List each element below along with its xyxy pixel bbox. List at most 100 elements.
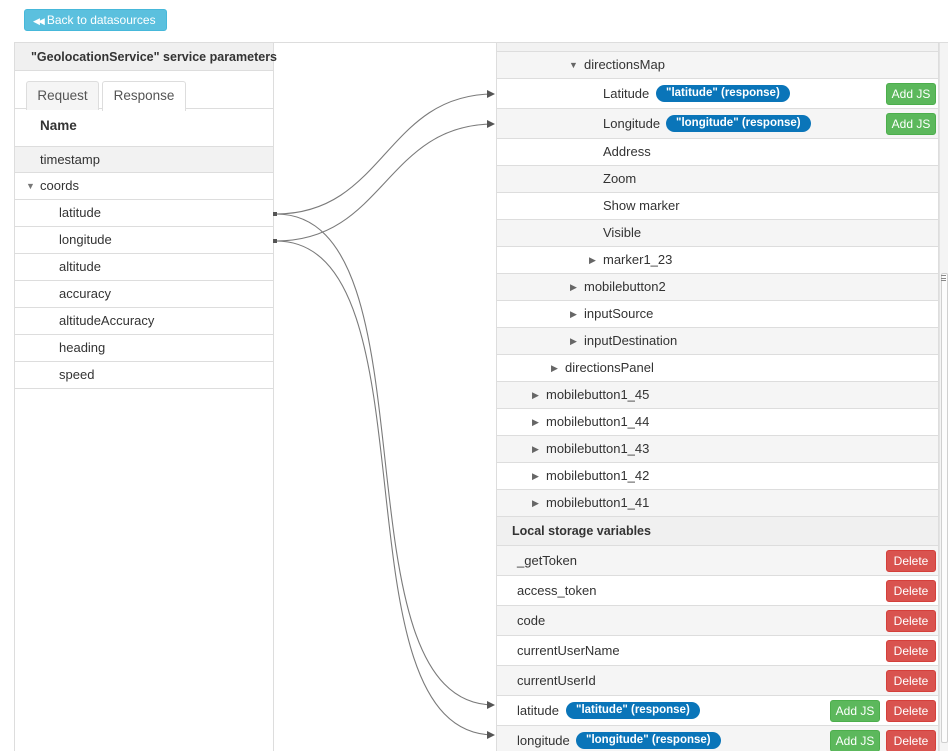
- tree-row-mobilebutton2[interactable]: ▶ mobilebutton2: [497, 274, 938, 301]
- storage-row-latitude[interactable]: latitude "latitude" (response) Add JS De…: [497, 696, 938, 726]
- tree-row-marker1-23[interactable]: ▶ marker1_23: [497, 247, 938, 274]
- binding-badge[interactable]: "longitude" (response): [576, 732, 721, 749]
- tree-row-zoom[interactable]: Zoom: [497, 166, 938, 193]
- param-label: accuracy: [59, 286, 112, 301]
- param-row-altitude-accuracy[interactable]: altitudeAccuracy: [15, 308, 273, 335]
- delete-button[interactable]: Delete: [886, 670, 936, 692]
- add-js-button[interactable]: Add JS: [886, 83, 936, 105]
- collapsed-triangle-icon[interactable]: ▶: [570, 309, 577, 319]
- storage-row-current-user-name[interactable]: currentUserName Delete: [497, 636, 938, 666]
- storage-label: _getToken: [517, 553, 577, 568]
- param-label: speed: [59, 367, 95, 382]
- tree-row-input-source[interactable]: ▶ inputSource: [497, 301, 938, 328]
- tree-row-mobilebutton1-41[interactable]: ▶ mobilebutton1_41: [497, 490, 938, 517]
- tree-row-address[interactable]: Address: [497, 139, 938, 166]
- tabs: Request Response: [15, 71, 273, 111]
- tree-label: mobilebutton1_45: [546, 387, 650, 402]
- double-left-arrow-icon: ◀◀: [33, 16, 45, 26]
- storage-label: code: [517, 613, 546, 628]
- delete-button[interactable]: Delete: [886, 610, 936, 632]
- scrollbar-thumb[interactable]: [941, 273, 948, 743]
- storage-row-access-token[interactable]: access_token Delete: [497, 576, 938, 606]
- delete-button[interactable]: Delete: [886, 640, 936, 662]
- tree-label: mobilebutton1_43: [546, 441, 650, 456]
- storage-label: access_token: [517, 583, 597, 598]
- tree-row-mobilebutton1-42[interactable]: ▶ mobilebutton1_42: [497, 463, 938, 490]
- storage-label: currentUserName: [517, 643, 620, 658]
- tree-label: mobilebutton1_44: [546, 414, 650, 429]
- delete-button[interactable]: Delete: [886, 580, 936, 602]
- grip-icon: [941, 275, 946, 281]
- collapsed-triangle-icon[interactable]: ▶: [532, 498, 539, 508]
- tree-row-latitude[interactable]: Latitude "latitude" (response) Add JS: [497, 79, 938, 109]
- tree-row-input-destination[interactable]: ▶ inputDestination: [497, 328, 938, 355]
- delete-button[interactable]: Delete: [886, 730, 936, 751]
- tree-label: marker1_23: [603, 252, 673, 267]
- binding-badge[interactable]: "latitude" (response): [656, 85, 790, 102]
- service-parameters-title: "GeolocationService" service parameters: [15, 43, 277, 71]
- collapsed-triangle-icon[interactable]: ▶: [551, 363, 558, 373]
- expanded-triangle-icon[interactable]: ▼: [569, 60, 578, 70]
- connector-longitude-to-storage-longitude: [275, 240, 495, 739]
- tree-row-mobilebutton1-43[interactable]: ▶ mobilebutton1_43: [497, 436, 938, 463]
- connector-longitude-to-map-longitude: [275, 120, 495, 242]
- tree-label: mobilebutton2: [584, 279, 666, 294]
- tab-request[interactable]: Request: [26, 81, 99, 110]
- param-label: coords: [40, 178, 80, 193]
- tree-label: Longitude: [603, 116, 661, 131]
- tree-row-mobilebutton1-45[interactable]: ▶ mobilebutton1_45: [497, 382, 938, 409]
- tree-row-directions-panel[interactable]: ▶ directionsPanel: [497, 355, 938, 382]
- collapsed-triangle-icon[interactable]: ▶: [532, 471, 539, 481]
- param-label: altitudeAccuracy: [59, 313, 155, 328]
- param-row-latitude[interactable]: latitude: [15, 200, 273, 227]
- param-label: latitude: [59, 205, 101, 220]
- param-label: timestamp: [40, 152, 100, 167]
- add-js-button[interactable]: Add JS: [886, 113, 936, 135]
- param-label: longitude: [59, 232, 112, 247]
- add-js-button[interactable]: Add JS: [830, 700, 880, 722]
- tree-label: Visible: [603, 225, 642, 240]
- tree-label: mobilebutton1_41: [546, 495, 650, 510]
- connector-latitude-to-map-latitude: [275, 90, 495, 215]
- expanded-triangle-icon[interactable]: ▼: [26, 181, 35, 191]
- service-parameters-panel: "GeolocationService" service parameters …: [14, 43, 277, 751]
- binding-badge[interactable]: "longitude" (response): [666, 115, 811, 132]
- collapsed-triangle-icon[interactable]: ▶: [570, 282, 577, 292]
- collapsed-triangle-icon[interactable]: ▶: [589, 255, 596, 265]
- param-row-altitude[interactable]: altitude: [15, 254, 273, 281]
- collapsed-triangle-icon[interactable]: ▶: [532, 444, 539, 454]
- storage-row-longitude[interactable]: longitude "longitude" (response) Add JS …: [497, 726, 938, 751]
- param-label: heading: [59, 340, 106, 355]
- tree-label: mobilebutton1_42: [546, 468, 650, 483]
- param-row-timestamp[interactable]: timestamp: [15, 146, 273, 173]
- param-row-speed[interactable]: speed: [15, 362, 273, 389]
- add-js-button[interactable]: Add JS: [830, 730, 880, 751]
- collapsed-triangle-icon[interactable]: ▶: [570, 336, 577, 346]
- tree-row-directions-map[interactable]: ▼ directionsMap: [497, 52, 938, 79]
- collapsed-triangle-icon[interactable]: ▶: [532, 390, 539, 400]
- tab-response[interactable]: Response: [102, 81, 186, 111]
- storage-row-code[interactable]: code Delete: [497, 606, 938, 636]
- tree-row-visible[interactable]: Visible: [497, 220, 938, 247]
- tree-row-mobilebutton1-44[interactable]: ▶ mobilebutton1_44: [497, 409, 938, 436]
- collapsed-triangle-icon[interactable]: ▶: [532, 417, 539, 427]
- back-button-label: Back to datasources: [46, 13, 156, 27]
- storage-row-current-user-id[interactable]: currentUserId Delete: [497, 666, 938, 696]
- tree-label: directionsMap: [584, 57, 665, 72]
- param-row-longitude[interactable]: longitude: [15, 227, 273, 254]
- local-storage-header: Local storage variables: [497, 517, 938, 546]
- tree-top-edge: [497, 43, 938, 52]
- storage-row-get-token[interactable]: _getToken Delete: [497, 546, 938, 576]
- tree-label: directionsPanel: [565, 360, 654, 375]
- tree-row-show-marker[interactable]: Show marker: [497, 193, 938, 220]
- scrollbar[interactable]: [939, 43, 948, 751]
- param-row-heading[interactable]: heading: [15, 335, 273, 362]
- tree-row-longitude[interactable]: Longitude "longitude" (response) Add JS: [497, 109, 938, 139]
- delete-button[interactable]: Delete: [886, 550, 936, 572]
- delete-button[interactable]: Delete: [886, 700, 936, 722]
- param-row-accuracy[interactable]: accuracy: [15, 281, 273, 308]
- param-row-coords[interactable]: ▼ coords: [15, 173, 273, 200]
- bindings-tree-panel: ▼ directionsMap Latitude "latitude" (res…: [496, 43, 939, 751]
- binding-badge[interactable]: "latitude" (response): [566, 702, 700, 719]
- back-to-datasources-button[interactable]: ◀◀Back to datasources: [24, 9, 167, 31]
